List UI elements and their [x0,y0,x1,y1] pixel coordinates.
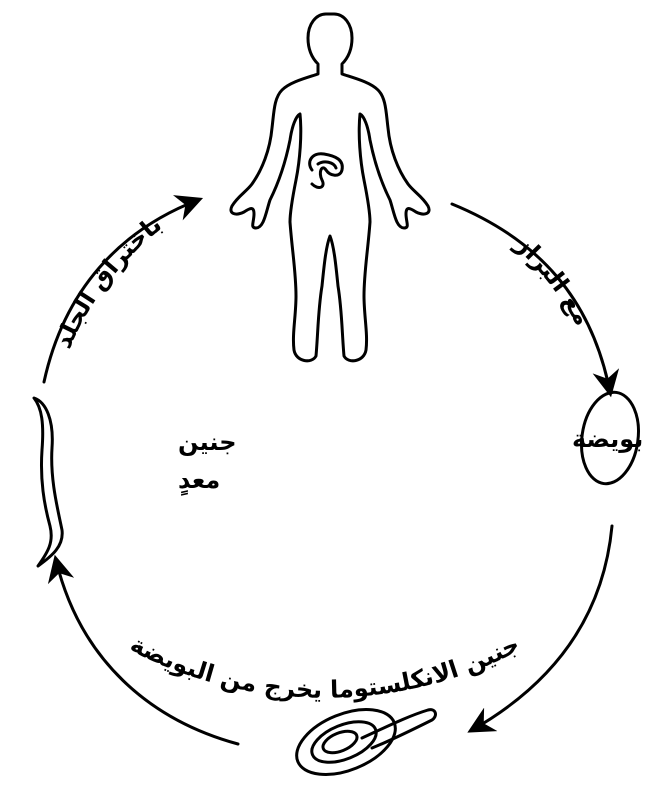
intestinal-worm-icon [310,154,343,188]
label-skin-penetration: باختراق الجلد [49,210,167,352]
infective-larva-icon [34,398,62,566]
svg-text:باختراق الجلد: باختراق الجلد [49,210,167,352]
label-infective-larva-line1: جنين [178,428,237,456]
label-egg: بويضة [572,425,643,453]
label-with-feces: مع البراز [509,229,597,330]
label-larva-hatches: جنين الانكلستوما يخرج من البويضة [126,630,524,704]
human-figure-icon [231,14,429,361]
arrow-egg-to-hatching [472,526,612,730]
svg-text:جنين الانكلستوما يخرج من البوي: جنين الانكلستوما يخرج من البويضة [126,630,524,704]
label-infective-larva-line2: معدٍ [178,466,220,496]
arrow-larva-to-human [44,200,198,382]
cycle-arrows [44,200,612,744]
hatching-larva-icon [287,697,435,785]
svg-text:مع البراز: مع البراز [509,229,597,330]
